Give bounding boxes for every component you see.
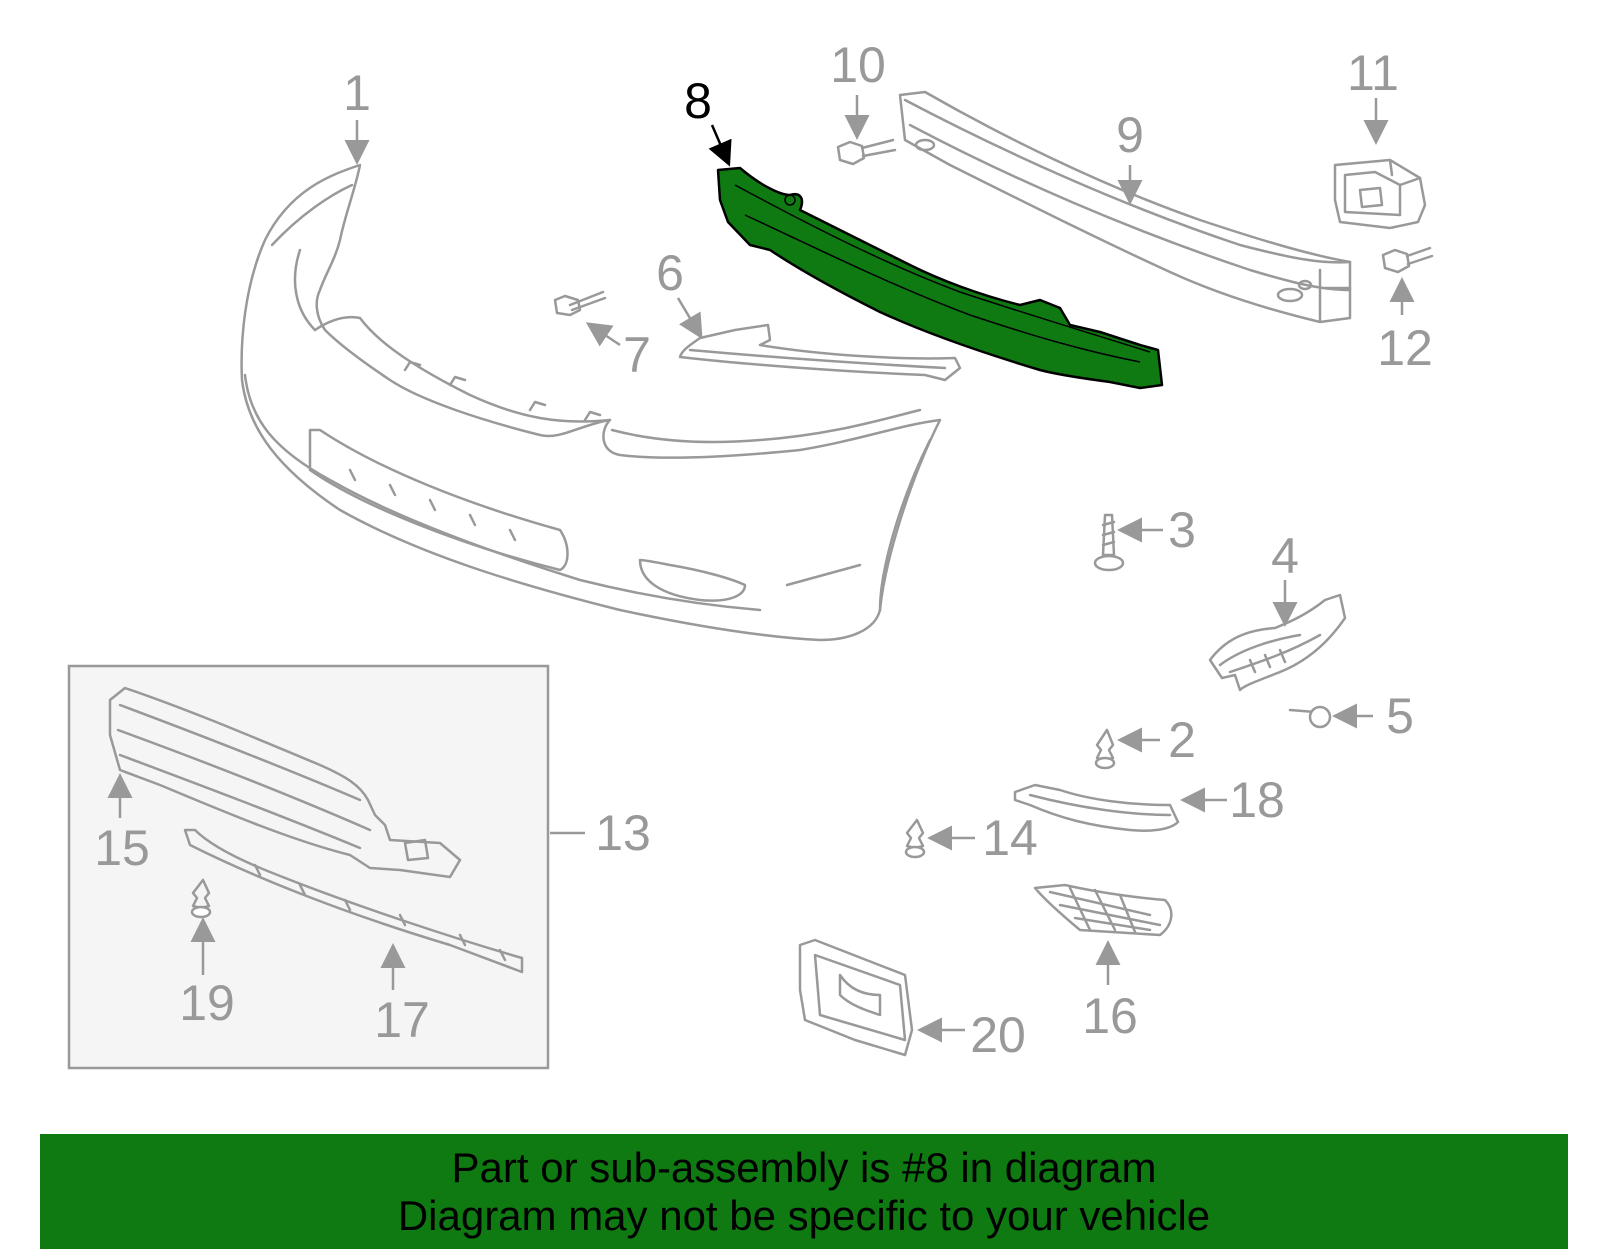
clip-part-14 [904,818,926,859]
grille-part-16 [1033,883,1173,937]
clip-part-5 [1288,705,1332,729]
license-bracket-part-20 [798,938,914,1057]
callout-7: 7 [623,327,651,383]
bolt-part-7 [553,290,607,317]
callout-1: 1 [343,65,371,121]
callout-20: 20 [970,1007,1026,1063]
banner-line-1: Part or sub-assembly is #8 in diagram [451,1144,1157,1191]
callout-9: 9 [1116,107,1144,163]
callout-13: 13 [595,805,651,861]
bracket-part-4 [1208,593,1347,692]
callout-2: 2 [1168,712,1196,768]
bracket-part-18 [1013,783,1180,832]
part-info-banner: Part or sub-assembly is #8 in diagram Di… [40,1134,1568,1249]
bolt-part-12 [1381,246,1434,274]
callout-5: 5 [1386,688,1414,744]
callout-19: 19 [179,975,235,1031]
callout-4: 4 [1271,528,1299,584]
callout-11: 11 [1347,45,1399,101]
callout-12: 12 [1377,320,1433,376]
bracket-part-11 [1333,158,1427,230]
leader-lines [107,95,1415,1043]
callout-18: 18 [1229,772,1285,828]
callout-8: 8 [684,73,712,129]
bracket-part-6 [678,323,962,382]
callout-14: 14 [982,810,1038,866]
subassembly-box-13 [67,664,550,1070]
callout-17: 17 [374,992,430,1048]
callout-3: 3 [1168,502,1196,558]
callout-10: 10 [830,37,886,93]
callout-15: 15 [94,820,150,876]
molding-part-17 [183,828,524,974]
clip-part-2 [1094,728,1116,770]
callout-6: 6 [656,245,684,301]
bolt-part-10 [836,138,897,166]
screw-part-3 [1093,513,1125,572]
absorber-part-8-highlighted [716,166,1164,390]
bumper-cover-part-1 [240,163,942,642]
banner-line-2: Diagram may not be specific to your vehi… [397,1192,1211,1239]
grille-part-15 [108,686,462,879]
callout-labels: 1 2 3 4 5 6 7 8 9 10 11 12 13 14 15 16 1… [94,37,1433,1063]
callout-16: 16 [1082,988,1138,1044]
reinforcement-part-9 [898,90,1352,324]
